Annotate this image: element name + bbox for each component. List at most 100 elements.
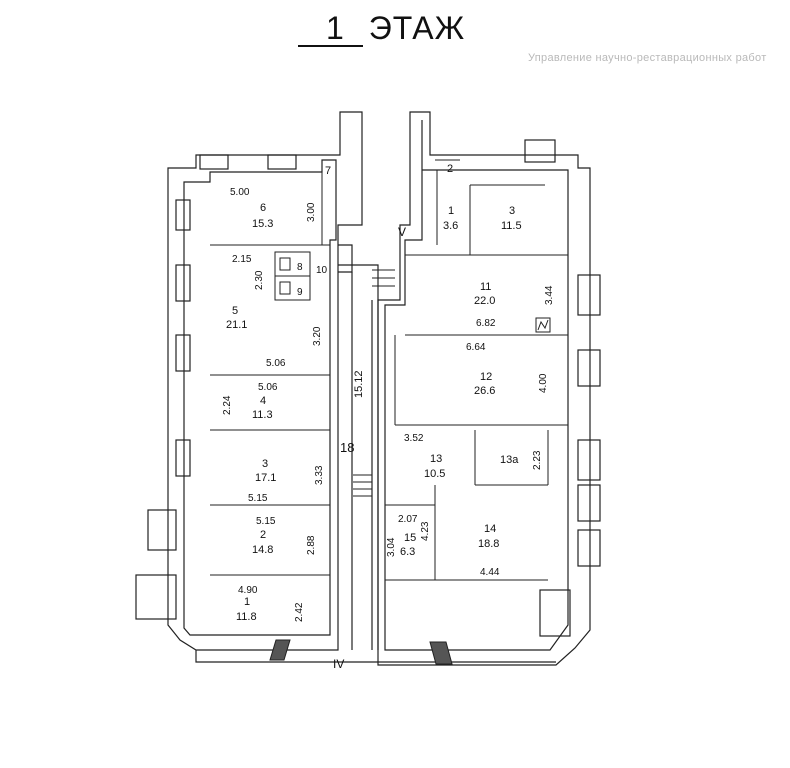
room-11-number: 11 — [480, 281, 491, 293]
walls — [167, 111, 591, 666]
dim-4-44: 4.44 — [480, 567, 500, 578]
room-9-number: 9 — [297, 287, 303, 298]
floor-number: 1 — [298, 11, 363, 47]
dim-4-23: 4.23 — [420, 521, 431, 541]
window-left-3 — [175, 334, 191, 372]
fixture-9 — [279, 281, 291, 295]
bottom-wall — [195, 650, 556, 663]
floor-word: ЭТАЖ — [368, 10, 466, 46]
room-6-area: 15.3 — [252, 218, 273, 230]
room-13-area: 10.5 — [424, 468, 445, 480]
left-wing-outer-wall — [167, 111, 363, 651]
window-left-6 — [135, 574, 177, 620]
right-wing-outer-wall — [377, 111, 591, 666]
window-top-right — [524, 139, 556, 163]
room-10-number: 10 — [316, 265, 328, 276]
hatched-stair-left — [269, 639, 291, 661]
window-left-4 — [175, 439, 191, 477]
left-windows — [135, 154, 297, 620]
room-6-number: 6 — [260, 202, 266, 214]
room-13a-number: 13а — [500, 454, 519, 466]
dim-5-00: 5.00 — [230, 187, 250, 198]
labels: 18 15.12 V IV 6 15.3 5 21.1 4 11.3 3 17.… — [222, 163, 555, 671]
window-left-5 — [147, 509, 177, 551]
fixture-8 — [279, 257, 291, 271]
dim-2-07: 2.07 — [398, 514, 418, 525]
window-top-left-1 — [199, 154, 229, 170]
room-14-area: 18.8 — [478, 538, 499, 550]
room-15-number: 15 — [404, 532, 416, 544]
axis-mark-bottom: IV — [333, 657, 344, 671]
archive-stamp: Управление научно-реставрационных работ — [528, 52, 767, 64]
dim-5-15-a: 5.15 — [248, 493, 268, 504]
dim-4-00: 4.00 — [538, 373, 549, 393]
room-r2-number: 2 — [447, 163, 453, 175]
window-right-1 — [577, 274, 601, 316]
dim-2-88: 2.88 — [306, 535, 317, 555]
dim-5-06-b: 5.06 — [258, 382, 278, 393]
corridor-walls — [338, 264, 379, 650]
window-left-1 — [175, 199, 191, 231]
window-right-4 — [577, 484, 601, 522]
dim-6-64: 6.64 — [466, 342, 486, 353]
room-r3-area: 11.5 — [501, 220, 522, 232]
room-1-area: 11.8 — [236, 611, 257, 623]
dim-2-23: 2.23 — [532, 450, 543, 470]
room-4-area: 11.3 — [252, 409, 273, 421]
ventilation-symbol — [535, 317, 551, 333]
room-7-number: 7 — [325, 165, 331, 177]
window-left-2 — [175, 264, 191, 302]
dim-3-44: 3.44 — [544, 285, 555, 305]
window-right-5 — [577, 529, 601, 567]
window-right-6 — [539, 589, 571, 637]
right-windows — [524, 139, 601, 637]
window-top-left-2 — [267, 154, 297, 170]
room-8-number: 8 — [297, 262, 303, 273]
room-r1-area: 3.6 — [443, 220, 458, 232]
dim-2-42: 2.42 — [294, 602, 305, 622]
axis-mark-top: V — [398, 225, 406, 239]
stair-steps-mid — [353, 474, 372, 497]
room-2-number: 2 — [260, 529, 266, 541]
room-3-number: 3 — [262, 458, 268, 470]
room-13-number: 13 — [430, 453, 442, 465]
dim-2-24: 2.24 — [222, 395, 233, 415]
stair-steps-top — [372, 269, 395, 287]
dim-3-33: 3.33 — [314, 465, 325, 485]
dim-6-82: 6.82 — [476, 318, 496, 329]
dim-4-90: 4.90 — [238, 585, 258, 596]
right-partitions — [385, 159, 568, 581]
room-12-number: 12 — [480, 371, 492, 383]
room-3-area: 17.1 — [255, 472, 276, 484]
dim-3-04: 3.04 — [386, 537, 397, 557]
room-15-area: 6.3 — [400, 546, 415, 558]
dim-2-15: 2.15 — [232, 254, 252, 265]
left-partitions — [210, 172, 330, 576]
window-right-2 — [577, 349, 601, 387]
room-2-area: 14.8 — [252, 544, 273, 556]
dim-3-20: 3.20 — [312, 326, 323, 346]
dim-3-52: 3.52 — [404, 433, 424, 444]
room-1-number: 1 — [244, 596, 250, 608]
corridor-length: 15.12 — [353, 370, 365, 398]
room-5-area: 21.1 — [226, 319, 247, 331]
dim-3-00: 3.00 — [306, 202, 317, 222]
room-14-number: 14 — [484, 523, 496, 535]
room-5-number: 5 — [232, 305, 238, 317]
room-r3-number: 3 — [509, 205, 515, 217]
right-wing-inner-wall — [384, 120, 569, 651]
room-11-area: 22.0 — [474, 295, 495, 307]
dim-5-15-b: 5.15 — [256, 516, 276, 527]
stairs — [269, 269, 453, 665]
corridor-number: 18 — [340, 440, 354, 455]
window-right-3 — [577, 439, 601, 481]
stair-block-left — [338, 244, 353, 273]
room-4-number: 4 — [260, 395, 266, 407]
room-r1-number: 1 — [448, 205, 454, 217]
dim-2-30: 2.30 — [254, 270, 265, 290]
left-wing-inner-wall — [183, 159, 337, 636]
ventilation-zigzag — [537, 319, 549, 331]
hatched-stair-right — [429, 641, 453, 665]
